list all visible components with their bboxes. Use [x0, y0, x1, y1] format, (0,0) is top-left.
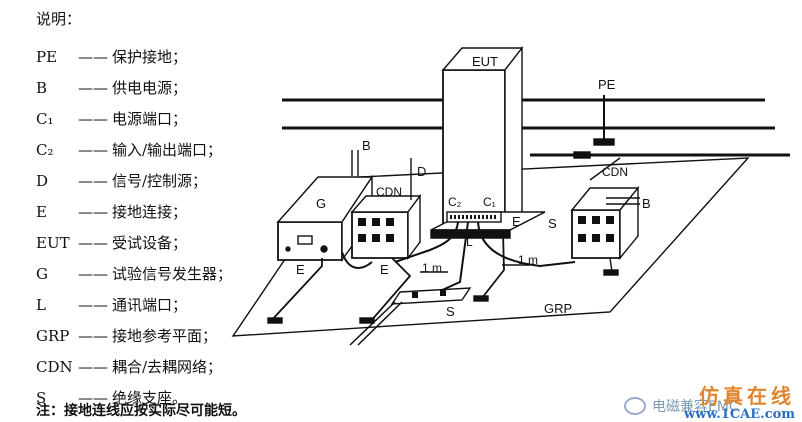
- legend-key: E: [36, 203, 47, 221]
- pe-clamp-lower: [573, 151, 591, 159]
- label-c2: C₂: [448, 195, 462, 209]
- legend-title: 说明：: [36, 10, 82, 28]
- legend-row-e: E —— 接地连接；: [36, 197, 232, 228]
- cable-c2: [394, 221, 459, 263]
- legend-dash: ——: [78, 389, 108, 407]
- legend-key: S: [36, 389, 47, 407]
- watermark-brand-cn: 仿真在线: [699, 384, 796, 408]
- legend-desc: 电源端口；: [112, 110, 188, 128]
- legend-key: GRP: [36, 327, 70, 345]
- legend: PE —— 保护接地； B —— 供电电源； C₁ —— 电源端口； C₂ ——…: [36, 42, 232, 414]
- cdn-right-side: [619, 186, 639, 260]
- legend-dash: ——: [78, 265, 108, 283]
- lower-cable-bundle: [349, 301, 403, 346]
- watermark-account-name: 电磁兼容EMC: [652, 399, 739, 415]
- legend-dash: ——: [78, 296, 108, 314]
- legend-dash: ——: [78, 327, 108, 345]
- legend-key: D: [36, 172, 49, 190]
- label-c1: C₁: [483, 195, 496, 209]
- legend-dash: ——: [78, 234, 108, 252]
- label-1m-left: 1 m: [422, 261, 442, 275]
- legend-dash: ——: [78, 358, 108, 376]
- legend-desc: 输入/输出端口；: [112, 141, 223, 159]
- label-e-eut: E: [512, 214, 521, 229]
- legend-desc: 耦合/去耦网络；: [112, 358, 223, 376]
- label-s-bottom: S: [446, 304, 455, 319]
- label-eut: EUT: [472, 54, 498, 69]
- label-1m-right: 1 m: [518, 253, 538, 267]
- watermark-site: www.1CAE.com: [684, 407, 796, 422]
- bottom-support: [390, 287, 472, 305]
- watermark-brand: 仿真在线 www.1CAE.com: [684, 380, 795, 422]
- label-e-cdn: E: [380, 262, 389, 277]
- legend-dash: ——: [78, 110, 108, 128]
- supply-lead-left: [351, 150, 359, 176]
- legend-row-grp: GRP —— 接地参考平面；: [36, 321, 232, 352]
- legend-key: G: [36, 265, 48, 283]
- ground-e-cdn: [369, 257, 412, 323]
- cable-c1: [477, 221, 576, 268]
- label-l: L: [466, 235, 473, 249]
- label-e-generator: E: [296, 262, 305, 277]
- ground-e-generator: [269, 258, 323, 323]
- legend-row-c2: C₂ —— 输入/输出端口；: [36, 135, 232, 166]
- legend-desc: 信号/控制源；: [112, 172, 208, 190]
- legend-key: L: [36, 296, 46, 314]
- legend-dash: ——: [78, 79, 108, 97]
- label-grp: GRP: [544, 301, 572, 316]
- pe-clamp: [593, 138, 615, 146]
- label-d: D: [417, 164, 426, 179]
- legend-desc: 接地参考平面；: [112, 327, 218, 345]
- label-pe: PE: [598, 77, 616, 92]
- legend-row-b: B —— 供电电源；: [36, 73, 232, 104]
- legend-desc: 供电电源；: [112, 79, 188, 97]
- legend-key: PE: [36, 48, 58, 66]
- legend-row-pe: PE —— 保护接地；: [36, 42, 232, 73]
- legend-desc: 接地连接；: [112, 203, 188, 221]
- legend-row-cdn: CDN —— 耦合/去耦网络；: [36, 352, 232, 383]
- label-cdn-right: CDN: [602, 165, 628, 179]
- legend-desc: 试验信号发生器；: [112, 265, 233, 283]
- legend-key: C₁: [36, 110, 54, 128]
- supply-lead-right: [606, 197, 640, 205]
- legend-row-d: D —— 信号/控制源；: [36, 166, 232, 197]
- cdn-left-side: [407, 193, 421, 261]
- label-b-right: B: [642, 196, 651, 211]
- plane-front-lead: [589, 157, 621, 181]
- legend-key: B: [36, 79, 48, 97]
- legend-desc: 通讯端口；: [112, 296, 188, 314]
- legend-row-s: S —— 绝缘支座。: [36, 383, 232, 414]
- ground-e-eut: [481, 231, 505, 299]
- label-b-left: B: [362, 138, 371, 153]
- wechat-icon: [624, 397, 646, 415]
- legend-desc: 绝缘支座。: [112, 389, 188, 407]
- watermark-account: 电磁兼容EMC: [624, 396, 739, 416]
- legend-key: EUT: [36, 234, 70, 252]
- legend-key: C₂: [36, 141, 54, 159]
- eut-support-edge: [430, 229, 511, 239]
- label-g: G: [316, 196, 326, 211]
- legend-desc: 受试设备；: [112, 234, 188, 252]
- legend-row-g: G —— 试验信号发生器；: [36, 259, 232, 290]
- legend-desc: 保护接地；: [112, 48, 188, 66]
- cable-link: [341, 251, 373, 269]
- legend-key: CDN: [36, 358, 73, 376]
- generator-display: [297, 235, 313, 245]
- legend-row-c1: C₁ —— 电源端口；: [36, 104, 232, 135]
- legend-row-eut: EUT —— 受试设备；: [36, 228, 232, 259]
- legend-dash: ——: [78, 172, 108, 190]
- eut-side: [504, 45, 523, 234]
- label-cdn-left: CDN: [376, 185, 402, 199]
- legend-row-l: L —— 通讯端口；: [36, 290, 232, 321]
- legend-dash: ——: [78, 203, 108, 221]
- legend-note: 注：接地连线应按实际尽可能短。: [36, 403, 246, 419]
- legend-dash: ——: [78, 141, 108, 159]
- label-s-right: S: [548, 216, 557, 231]
- legend-dash: ——: [78, 48, 108, 66]
